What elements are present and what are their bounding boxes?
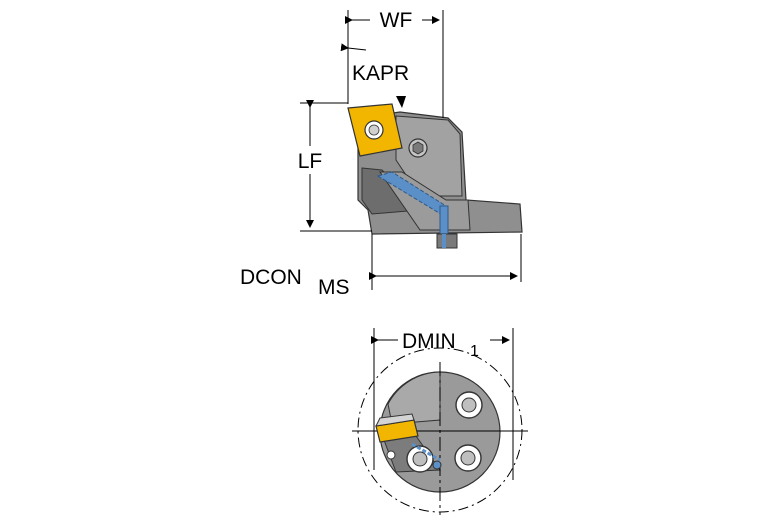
end-view: DMIN 1 (352, 326, 528, 515)
body-head (395, 115, 463, 197)
kapr-label: KAPR (352, 62, 409, 85)
wf-label: WF (380, 9, 413, 32)
small-hole-icon (386, 450, 396, 460)
coolant-hole-icon (432, 460, 442, 470)
coolant-pipe (439, 205, 449, 235)
lf-label: LF (298, 150, 323, 173)
dmin-label: DMIN (402, 330, 456, 353)
dcon-label: DCON (240, 266, 302, 289)
coupling-pin (436, 233, 458, 249)
dcon-subscript: MS (318, 276, 350, 299)
kapr-arrow (396, 96, 406, 108)
kapr-line (340, 43, 367, 52)
end-coolant-channel (411, 442, 441, 462)
dmin-subscript: 1 (470, 343, 479, 360)
side-view: WF KAPR LF DCON MS (240, 8, 523, 299)
